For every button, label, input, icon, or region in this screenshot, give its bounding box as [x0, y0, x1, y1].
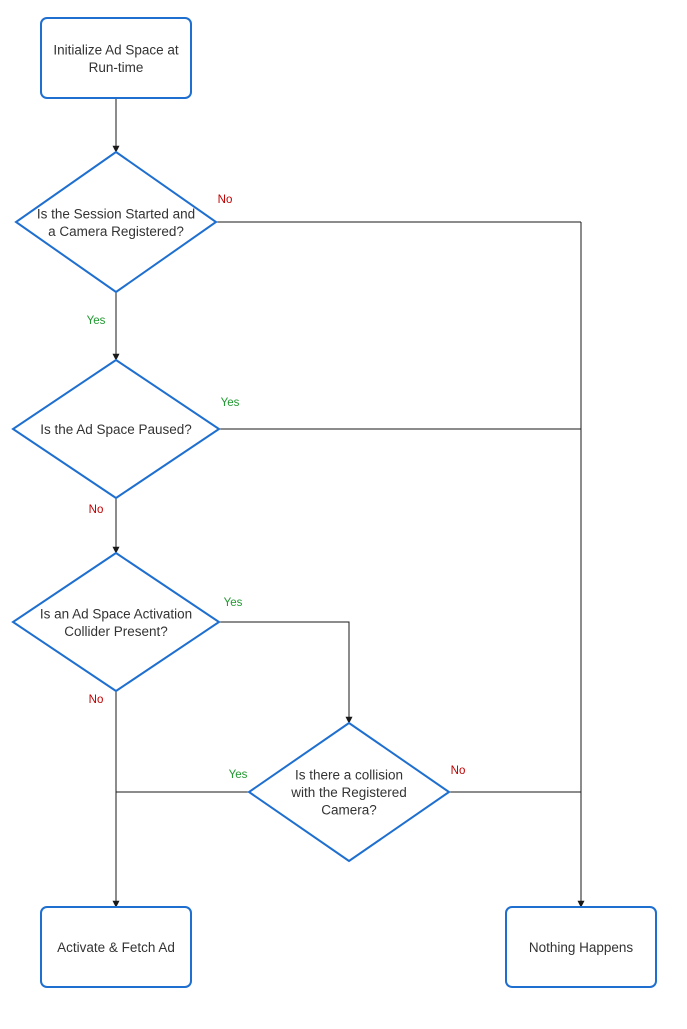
collider-check-text-line: Collider Present? — [64, 624, 168, 639]
start-text-line: Initialize Ad Space at — [53, 42, 179, 57]
collider-check-diamond — [11, 551, 221, 693]
label-session-yes: Yes — [87, 315, 106, 327]
collision-check-text-line: with the Registered — [290, 785, 407, 800]
collider-check-text-line: Is an Ad Space Activation — [40, 606, 192, 621]
connectors — [112, 98, 585, 908]
label-paused-yes: Yes — [221, 397, 240, 409]
label-collision-no: No — [451, 765, 466, 777]
node-nothing: Nothing Happens — [505, 906, 657, 988]
start-text-line: Run-time — [89, 60, 144, 75]
label-session-no: No — [218, 194, 233, 206]
nothing-text-line: Nothing Happens — [529, 940, 634, 955]
nothing-box — [505, 906, 657, 988]
node-start: Initialize Ad Space at Run-time — [40, 17, 192, 99]
session-check-text-line: a Camera Registered? — [48, 224, 184, 239]
label-collision-yes: Yes — [229, 769, 248, 781]
collision-check-text-line: Camera? — [321, 803, 377, 818]
connector-collider-yes — [219, 621, 353, 724]
paused-check-text-line: Is the Ad Space Paused? — [40, 422, 192, 437]
start-box — [40, 17, 192, 99]
node-paused-check: Is the Ad Space Paused? — [11, 358, 221, 500]
collision-check-text-line: Is there a collision — [295, 768, 403, 783]
node-collision-check: Is there a collision with the RegisteredC… — [247, 721, 451, 863]
label-collider-yes: Yes — [224, 597, 243, 609]
node-activate: Activate & Fetch Ad — [40, 906, 192, 988]
session-check-text-line: Is the Session Started and — [37, 206, 195, 221]
collision-check-diamond — [247, 721, 451, 863]
paused-check-diamond — [11, 358, 221, 500]
activate-text-line: Activate & Fetch Ad — [57, 940, 175, 955]
session-check-diamond — [14, 150, 218, 294]
label-collider-no: No — [89, 694, 104, 706]
node-session-check: Is the Session Started and a Camera Regis… — [14, 150, 218, 294]
activate-box — [40, 906, 192, 988]
label-paused-no: No — [89, 504, 104, 516]
nodes: Initialize Ad Space at Run-time Is the Ses… — [11, 17, 657, 988]
